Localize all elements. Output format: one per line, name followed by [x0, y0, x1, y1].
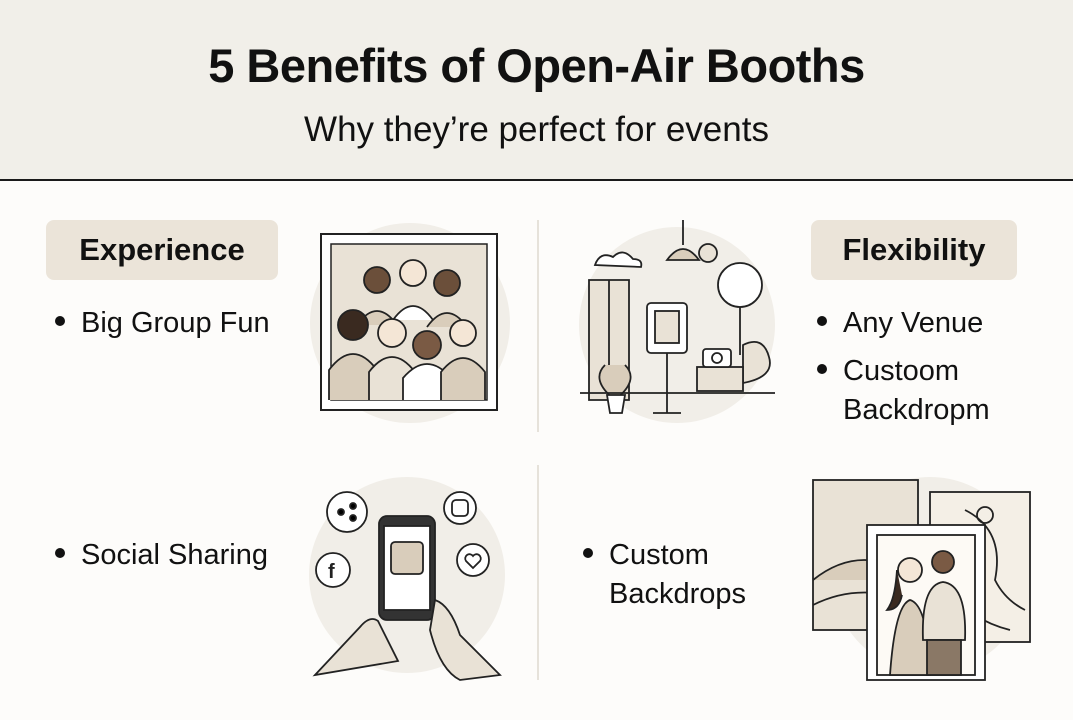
page-subtitle: Why they’re perfect for events	[304, 110, 769, 149]
header-banner: 5 Benefits of Open-Air Booths Why they’r…	[0, 0, 1073, 181]
experience-tag: Experience	[46, 220, 278, 280]
bullet-any-venue: Any Venue	[817, 304, 983, 343]
custom-backdrops-icon	[812, 477, 1031, 681]
divider-top	[537, 220, 539, 432]
svg-text:f: f	[328, 561, 335, 583]
bullet-big-group-fun: Big Group Fun	[55, 304, 270, 343]
page-title: 5 Benefits of Open-Air Booths	[208, 39, 865, 92]
group-photo-frame-icon	[310, 223, 510, 423]
bullet-social-sharing: Social Sharing	[55, 536, 268, 575]
phone-share-icon: f	[309, 477, 505, 681]
open-air-booth-scene-icon	[579, 220, 775, 423]
flexibility-tag: Flexibility	[811, 220, 1017, 280]
divider-bottom	[537, 465, 539, 680]
